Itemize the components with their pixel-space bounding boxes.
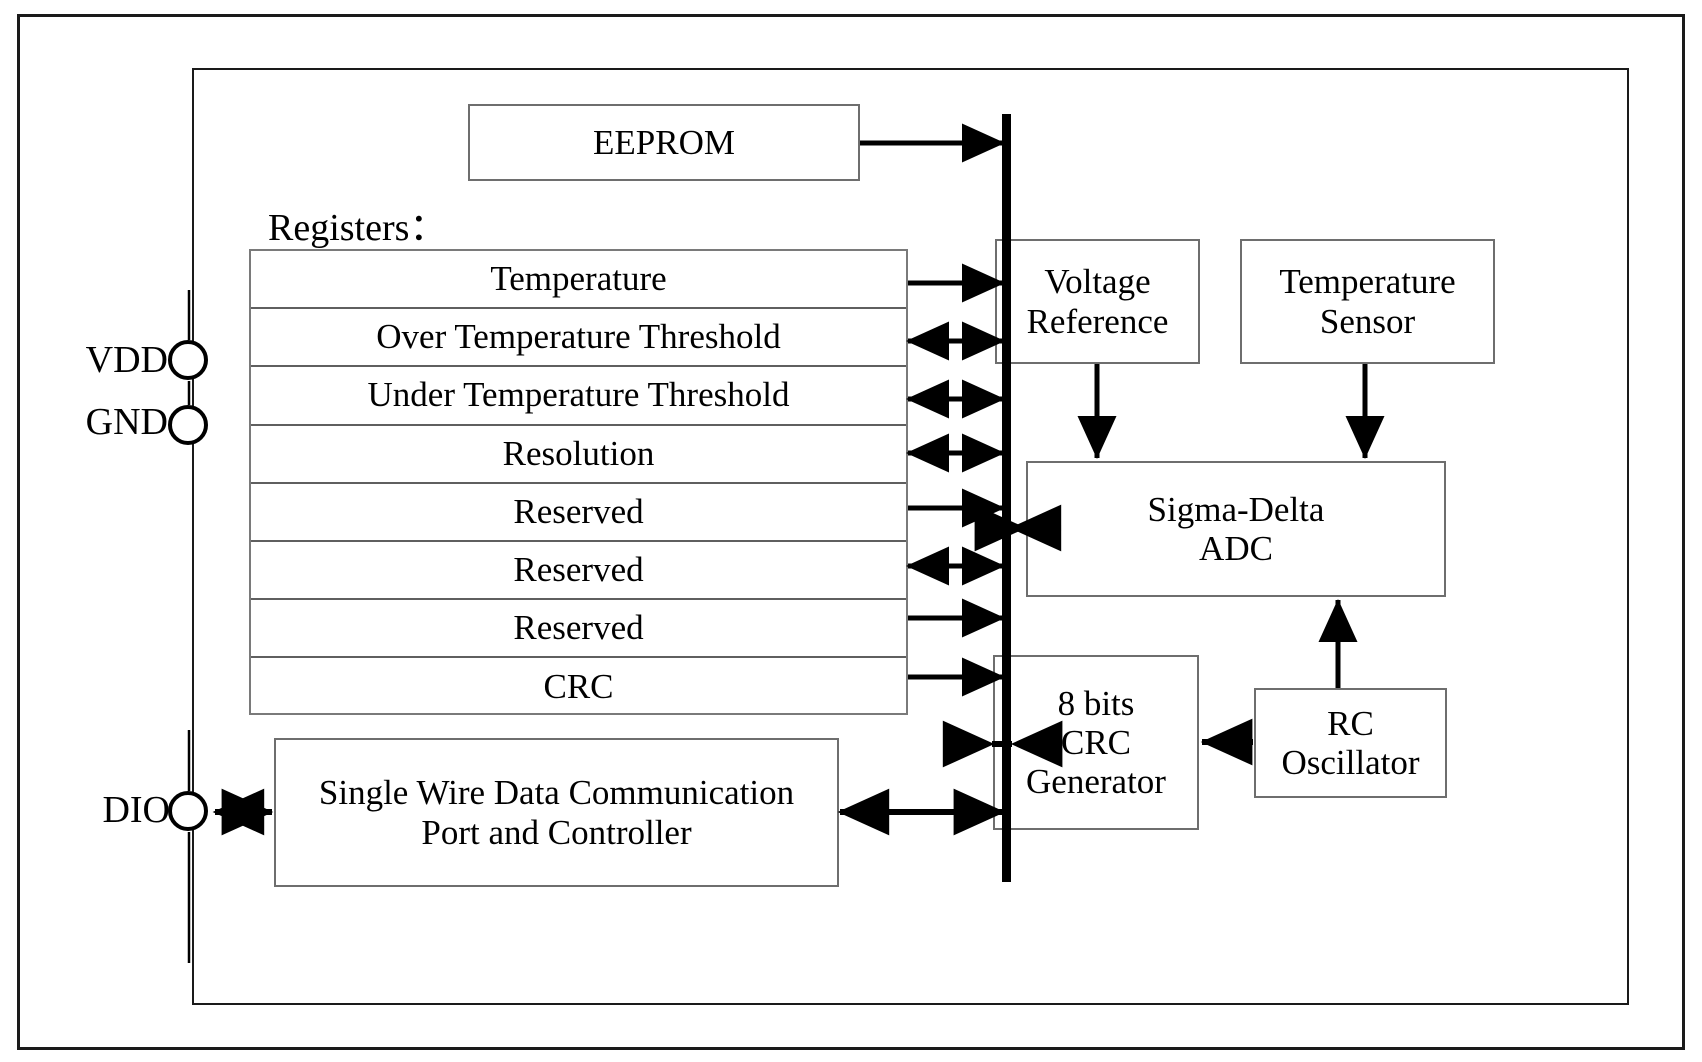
- register-row[interactable]: Resolution: [251, 426, 906, 484]
- registers-heading: Registers：: [268, 207, 448, 249]
- block-voltage-reference: Voltage Reference: [995, 239, 1200, 364]
- pin-label-dio: DIO: [102, 789, 170, 831]
- pin-dio[interactable]: [168, 791, 208, 831]
- block-rc-oscillator-line1: RC: [1327, 703, 1374, 743]
- pin-vdd[interactable]: [168, 340, 208, 380]
- internal-bus: [1002, 114, 1011, 882]
- block-crc-line3: Generator: [1026, 762, 1166, 802]
- block-single-wire-line2: Port and Controller: [421, 812, 692, 852]
- register-row[interactable]: Reserved: [251, 600, 906, 659]
- block-rc-oscillator: RC Oscillator: [1254, 688, 1447, 798]
- register-row-label: Reserved: [513, 550, 644, 590]
- block-crc-line1: 8 bits: [1057, 683, 1135, 723]
- chip-boundary: [192, 68, 1629, 1005]
- block-single-wire-controller: Single Wire Data Communication Port and …: [274, 738, 839, 887]
- block-eeprom-label: EEPROM: [593, 122, 735, 162]
- block-temperature-sensor-line2: Sensor: [1319, 301, 1416, 341]
- register-row[interactable]: Reserved: [251, 542, 906, 601]
- pin-gnd[interactable]: [168, 405, 208, 445]
- pin-label-vdd: VDD: [85, 339, 168, 381]
- register-row-label: Resolution: [502, 433, 655, 473]
- register-row[interactable]: Reserved: [251, 484, 906, 542]
- block-temperature-sensor-line1: Temperature: [1279, 262, 1456, 302]
- register-row[interactable]: Under Temperature Threshold: [251, 367, 906, 426]
- block-single-wire-line1: Single Wire Data Communication: [318, 773, 795, 813]
- register-row-label: Reserved: [513, 608, 644, 648]
- block-adc-line2: ADC: [1199, 529, 1273, 568]
- block-adc-line1: Sigma-Delta: [1147, 489, 1325, 529]
- block-temperature-sensor: Temperature Sensor: [1240, 239, 1495, 364]
- block-voltage-reference-line2: Reference: [1026, 301, 1169, 341]
- register-row[interactable]: CRC: [251, 658, 906, 716]
- register-row[interactable]: Over Temperature Threshold: [251, 309, 906, 368]
- register-row-label: Reserved: [513, 491, 644, 531]
- block-sigma-delta-adc: Sigma-Delta ADC: [1026, 461, 1446, 597]
- pin-label-gnd: GND: [85, 401, 168, 443]
- register-row[interactable]: Temperature: [251, 251, 906, 310]
- register-row-label: Under Temperature Threshold: [367, 375, 790, 415]
- block-crc-line2: CRC: [1060, 722, 1132, 762]
- outer-frame: [17, 14, 1685, 1050]
- block-crc-generator: 8 bits CRC Generator: [993, 655, 1199, 830]
- register-row-label: Temperature: [490, 259, 667, 299]
- block-rc-oscillator-line2: Oscillator: [1281, 743, 1420, 782]
- register-row-label: Over Temperature Threshold: [376, 317, 781, 357]
- register-row-label: CRC: [543, 667, 614, 707]
- block-eeprom: EEPROM: [468, 104, 860, 181]
- block-voltage-reference-line1: Voltage: [1044, 262, 1151, 302]
